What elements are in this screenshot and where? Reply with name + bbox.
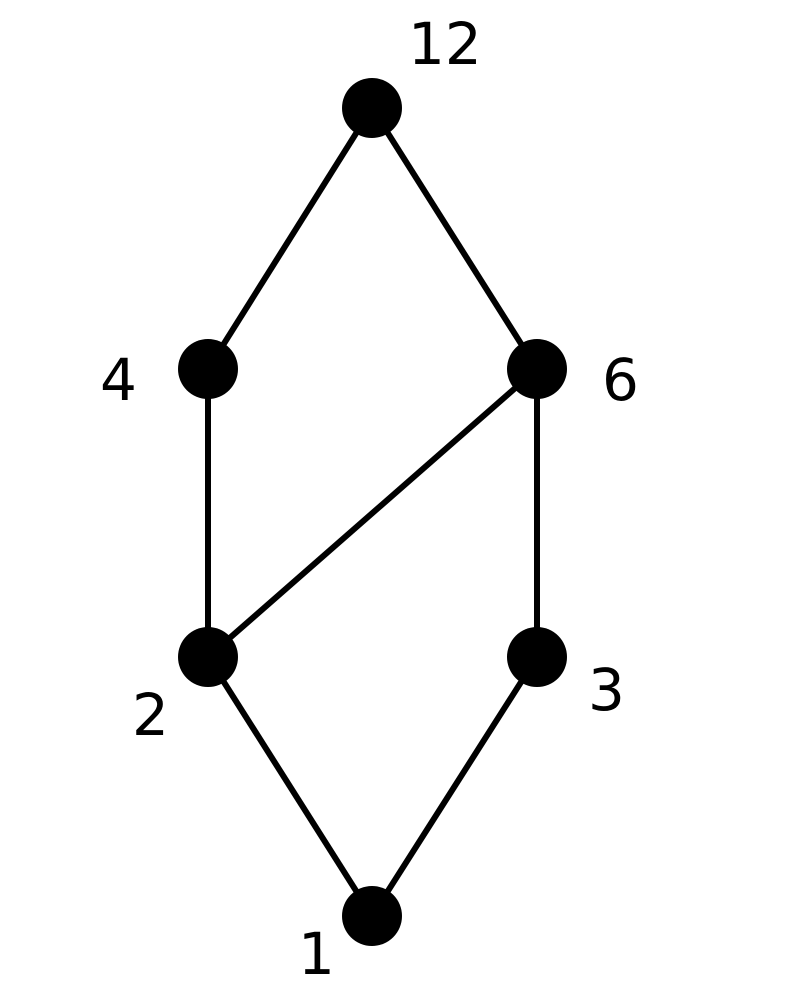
node-label-4: 4 <box>100 346 137 414</box>
node-label-12: 12 <box>408 10 482 78</box>
node-3 <box>507 627 567 687</box>
edges-group <box>205 106 540 918</box>
nodes-group <box>178 78 567 946</box>
edge-2-1 <box>205 655 375 918</box>
node-label-3: 3 <box>588 656 625 724</box>
node-label-1: 1 <box>298 920 335 981</box>
node-2 <box>178 627 238 687</box>
node-label-2: 2 <box>132 681 169 749</box>
edge-12-4 <box>205 106 375 371</box>
node-label-6: 6 <box>602 346 639 414</box>
edge-6-2 <box>206 366 539 660</box>
labels-group: 12 4 6 2 3 1 <box>100 10 639 981</box>
node-6 <box>507 339 567 399</box>
node-1 <box>342 886 402 946</box>
node-12 <box>342 78 402 138</box>
edge-3-1 <box>369 655 540 918</box>
node-4 <box>178 339 238 399</box>
edge-12-6 <box>369 106 540 371</box>
